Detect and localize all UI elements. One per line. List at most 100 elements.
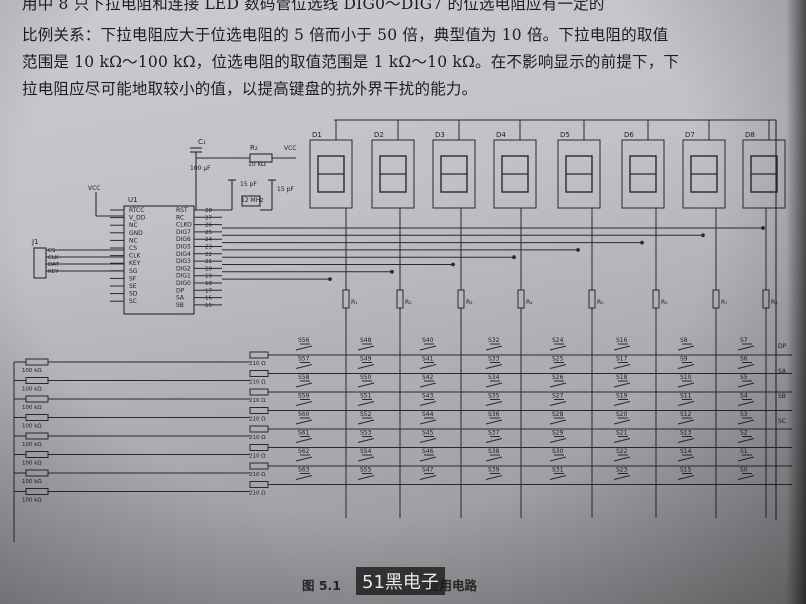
switch-label: S44 [422, 411, 434, 418]
osc-crystal: 12 MHz [241, 197, 263, 204]
connector-pin: DAT [48, 262, 59, 268]
connector-pin: CLK [48, 255, 59, 261]
chip-right-pin-number: 16 [205, 296, 212, 302]
switch-label: S42 [422, 374, 434, 381]
chip-right-pin-number: 17 [205, 288, 212, 294]
switch-contact [295, 345, 313, 351]
left-resistor-value: 100 kΩ [22, 424, 42, 430]
switch-contact [677, 382, 695, 388]
switch-label: S11 [680, 393, 692, 400]
switch-contact [613, 345, 631, 351]
display-label: D8 [745, 131, 755, 139]
switch-label: S40 [422, 337, 434, 344]
switch-contact [485, 401, 503, 406]
pulldown-resistor [652, 289, 660, 309]
led-display [621, 139, 665, 209]
osc-cap-b: 15 pF [277, 186, 294, 193]
chip-right-pin: DIG0 [176, 280, 191, 287]
switch-label: S3 [740, 411, 748, 418]
left-resistor-value: 100 kΩ [22, 405, 42, 411]
chip-right-pin: RST [176, 207, 188, 214]
switch-label: S24 [552, 337, 564, 344]
switch-contact [613, 382, 631, 388]
switch-label: S16 [616, 337, 628, 344]
display-label: D5 [560, 131, 570, 139]
chip-body [123, 205, 195, 315]
chip-left-pin: CS [129, 245, 137, 252]
switch-label: S21 [616, 430, 628, 437]
switch-contact [677, 438, 695, 443]
switch-contact [549, 456, 567, 462]
chip-right-pin-number: 19 [205, 274, 212, 280]
chip-right-pin: DIG5 [176, 244, 191, 251]
switch-label: S59 [298, 393, 310, 400]
switch-contact [357, 382, 375, 388]
chip-right-pin: SB [176, 302, 184, 309]
caption-prefix: 图 5.1 [302, 578, 341, 593]
pulldown-label: R₇ [721, 299, 728, 306]
switch-label: S55 [360, 467, 372, 474]
switch-label: S32 [488, 337, 500, 344]
osc-vcc: VCC [284, 145, 296, 152]
led-display [371, 139, 415, 209]
chip-right-pin: SA [176, 295, 185, 302]
pulldown-label: R₅ [597, 299, 604, 306]
chip-right-pin-number: 26 [205, 223, 212, 229]
switch-label: S7 [740, 337, 748, 344]
osc-r-value: 10 kΩ [248, 161, 266, 168]
switch-contact [295, 438, 313, 443]
switch-label: S28 [552, 411, 564, 418]
switch-label: S9 [680, 356, 688, 363]
junction-dot [390, 269, 394, 274]
switch-contact [357, 475, 375, 480]
switch-contact [485, 364, 503, 369]
text-line-3: 范围是 10 kΩ～100 kΩ，位选电阻的取值范围是 1 kΩ～10 kΩ。在… [22, 53, 680, 71]
chip-right-pin: DIG6 [176, 236, 191, 243]
switch-contact [419, 438, 437, 443]
pulldown-label: R₂ [405, 299, 412, 306]
connector-pin: KEY [48, 269, 59, 275]
segment-resistor [249, 462, 269, 470]
switch-label: S4 [740, 393, 748, 400]
led-display [493, 139, 537, 209]
switch-label: S22 [616, 448, 628, 455]
switch-label: S41 [422, 356, 434, 363]
chip-right-pin: CLKO [176, 222, 192, 229]
switch-label: S5 [740, 374, 748, 381]
switch-contact [737, 382, 755, 388]
segment-line-label: SC [778, 418, 786, 425]
chip-right-pin-number: 15 [205, 303, 212, 309]
chip-left-pin: SE [129, 283, 137, 290]
switch-contact [613, 456, 631, 462]
segment-resistor-value: 210 Ω [249, 380, 265, 386]
switch-contact [677, 401, 695, 406]
switch-label: S12 [680, 411, 692, 418]
switch-contact [549, 345, 567, 351]
vcc-label: VCC [88, 185, 100, 192]
chip-left-pin: NC [129, 222, 138, 229]
pulldown-resistor [712, 289, 720, 309]
switch-contact [549, 382, 567, 388]
switch-contact [485, 419, 503, 425]
chip-name: U1 [128, 196, 138, 204]
chip-right-pin-number: 24 [205, 237, 212, 243]
segment-resistor [249, 444, 269, 451]
switch-label: S37 [488, 430, 500, 437]
switch-label: S48 [360, 337, 372, 344]
switch-contact [549, 419, 567, 425]
chip-right-pin-number: 22 [205, 252, 212, 258]
switch-contact [295, 419, 313, 425]
text-line-1: 用中 8 只下拉电阻和连接 LED 数码管位选线 DIG0～DIG7 的位选电阻… [22, 0, 605, 13]
switch-contact [485, 345, 503, 351]
chip-right-pin: DIG1 [176, 273, 191, 280]
chip-right-pin-number: 25 [205, 230, 212, 236]
switch-label: S20 [616, 411, 628, 418]
segment-line-label: DP [778, 343, 787, 350]
switch-contact [485, 475, 503, 480]
chip-right-pin-number: 23 [205, 245, 212, 251]
switch-contact [357, 419, 375, 425]
osc-r-label: R₂ [250, 144, 258, 152]
chip-right-pin: DIG4 [176, 251, 191, 258]
switch-label: S33 [488, 356, 500, 363]
